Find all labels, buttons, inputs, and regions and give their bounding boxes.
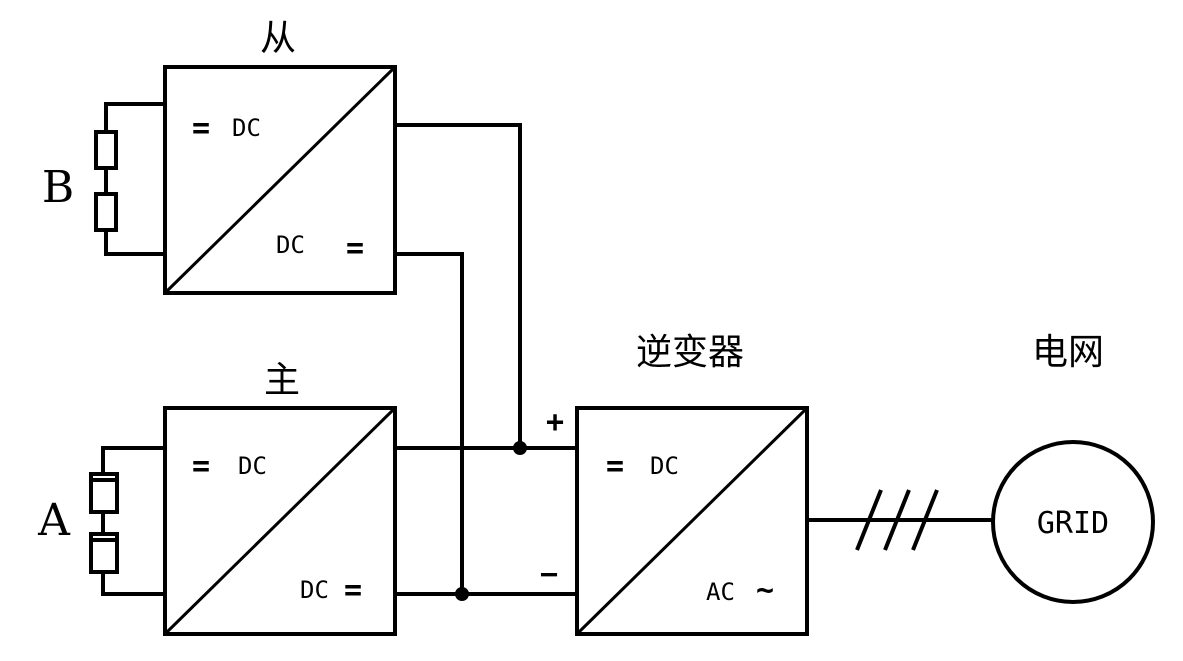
slave-out-symbol: = xyxy=(346,231,364,266)
positive-junction-dot xyxy=(513,441,527,455)
slave-converter: = DC DC = xyxy=(163,65,397,295)
master-out-label: DC xyxy=(300,576,329,604)
phase-mark-3 xyxy=(911,489,939,551)
minus-sign: − xyxy=(540,557,558,592)
string-a-label: A xyxy=(37,495,71,546)
inverter-diagonal xyxy=(577,408,807,634)
phase-mark-2 xyxy=(883,489,911,551)
phase-mark-1 xyxy=(855,489,883,551)
inverter-in-label: DC xyxy=(650,452,679,480)
master-out-symbol: = xyxy=(344,573,362,608)
plus-sign: + xyxy=(546,405,564,440)
pv-string-a xyxy=(89,446,165,596)
slave-in-label: DC xyxy=(232,114,261,142)
grid-label: GRID xyxy=(1037,506,1109,541)
slave-label: 从 xyxy=(260,18,296,59)
master-in-label: DC xyxy=(238,452,267,480)
string-a-bottom-wire xyxy=(101,572,165,596)
negative-junction-dot xyxy=(455,587,469,601)
inverter: = DC AC ~ xyxy=(575,406,809,636)
slave-out-label: DC xyxy=(276,231,305,259)
string-b-bottom-wire xyxy=(104,230,165,256)
slave-converter-diagonal xyxy=(165,67,395,293)
slave-in-symbol: = xyxy=(192,111,210,146)
master-converter: = DC DC = xyxy=(163,406,397,636)
inverter-in-symbol: = xyxy=(606,449,624,484)
slave-negative-wire xyxy=(395,252,464,594)
pv-module-b1 xyxy=(94,130,118,170)
three-phase-marks xyxy=(855,489,939,551)
pv-module-b2 xyxy=(94,192,118,232)
inverter-label: 逆变器 xyxy=(636,332,744,373)
master-converter-diagonal xyxy=(165,408,395,634)
grid-cn-label: 电网 xyxy=(1032,332,1104,373)
inverter-out-label: AC xyxy=(706,578,735,606)
master-in-symbol: = xyxy=(192,449,210,484)
grid-circle xyxy=(991,440,1155,604)
master-label: 主 xyxy=(264,360,300,401)
inverter-out-symbol: ~ xyxy=(756,573,774,608)
string-b-label: B xyxy=(42,162,74,213)
string-b-top-wire xyxy=(104,102,165,132)
string-a-top-wire xyxy=(101,446,165,474)
slave-positive-wire xyxy=(395,123,522,448)
pv-string-b xyxy=(94,102,165,256)
